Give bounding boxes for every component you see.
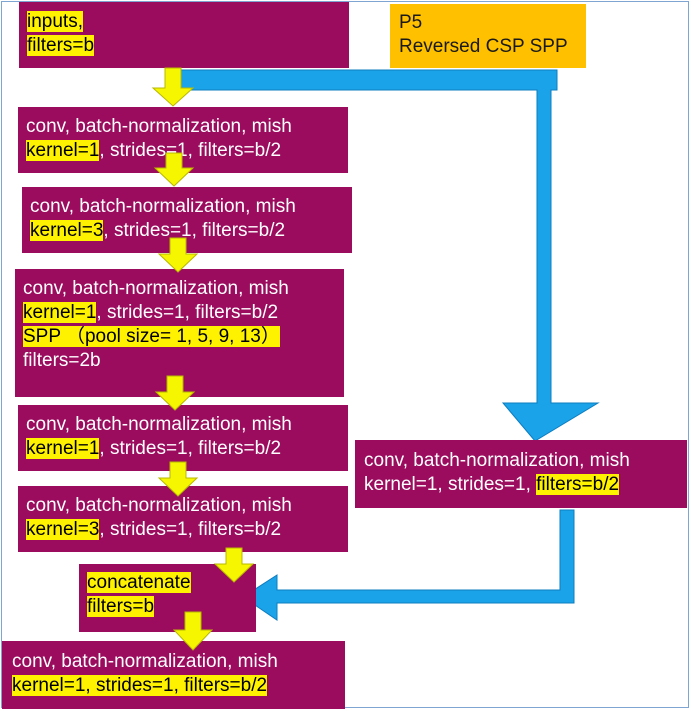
final-op: conv, batch-normalization, mish xyxy=(12,651,278,672)
inputs-label: inputs, xyxy=(27,11,83,32)
side-op: conv, batch-normalization, mish xyxy=(364,450,630,471)
spp-filters: filters=2b xyxy=(23,350,101,371)
spp-pool-sizes: SPP （pool size= 1, 5, 9, 13） xyxy=(23,326,280,347)
conv4-kernel: kernel=1 xyxy=(26,438,100,459)
side-conv-block: conv, batch-normalization, mish kernel=1… xyxy=(355,440,687,508)
conv2-kernel: kernel=3 xyxy=(30,220,104,241)
concatenate-label: concatenate xyxy=(87,572,191,593)
section-label: P5 Reversed CSP SPP xyxy=(390,4,586,68)
concatenate-filters: filters=b xyxy=(87,596,155,617)
conv1-params: , strides=1, filters=b/2 xyxy=(99,140,282,161)
concatenate-block: concatenate filters=b xyxy=(79,564,256,632)
conv-block-1: conv, batch-normalization, mish kernel=1… xyxy=(18,107,348,173)
conv-block-5: conv, batch-normalization, mish kernel=3… xyxy=(18,486,348,552)
conv3-op: conv, batch-normalization, mish xyxy=(23,278,289,299)
side-filters: filters=b/2 xyxy=(536,474,620,495)
side-params: kernel=1, strides=1, xyxy=(364,474,537,495)
conv-spp-block: conv, batch-normalization, mish kernel=1… xyxy=(15,269,344,397)
conv4-params: , strides=1, filters=b/2 xyxy=(99,438,282,459)
conv1-kernel: kernel=1 xyxy=(26,140,100,161)
conv2-params: , strides=1, filters=b/2 xyxy=(103,220,286,241)
label-title: P5 xyxy=(399,12,423,33)
conv1-op: conv, batch-normalization, mish xyxy=(26,116,292,137)
inputs-filters: filters=b xyxy=(27,35,95,56)
final-conv-block: conv, batch-normalization, mish kernel=1… xyxy=(2,641,345,709)
conv2-op: conv, batch-normalization, mish xyxy=(30,196,296,217)
label-subtitle: Reversed CSP SPP xyxy=(399,36,568,57)
inputs-block: inputs, filters=b xyxy=(19,2,349,68)
conv4-op: conv, batch-normalization, mish xyxy=(26,414,292,435)
conv5-params: , strides=1, filters=b/2 xyxy=(99,519,282,540)
conv5-op: conv, batch-normalization, mish xyxy=(26,495,292,516)
conv-block-4: conv, batch-normalization, mish kernel=1… xyxy=(18,405,348,471)
conv3-params: , strides=1, filters=b/2 xyxy=(96,302,279,323)
final-params: kernel=1, strides=1, filters=b/2 xyxy=(12,675,268,696)
conv-block-2: conv, batch-normalization, mish kernel=3… xyxy=(22,187,352,253)
conv5-kernel: kernel=3 xyxy=(26,519,100,540)
conv3-kernel: kernel=1 xyxy=(23,302,97,323)
